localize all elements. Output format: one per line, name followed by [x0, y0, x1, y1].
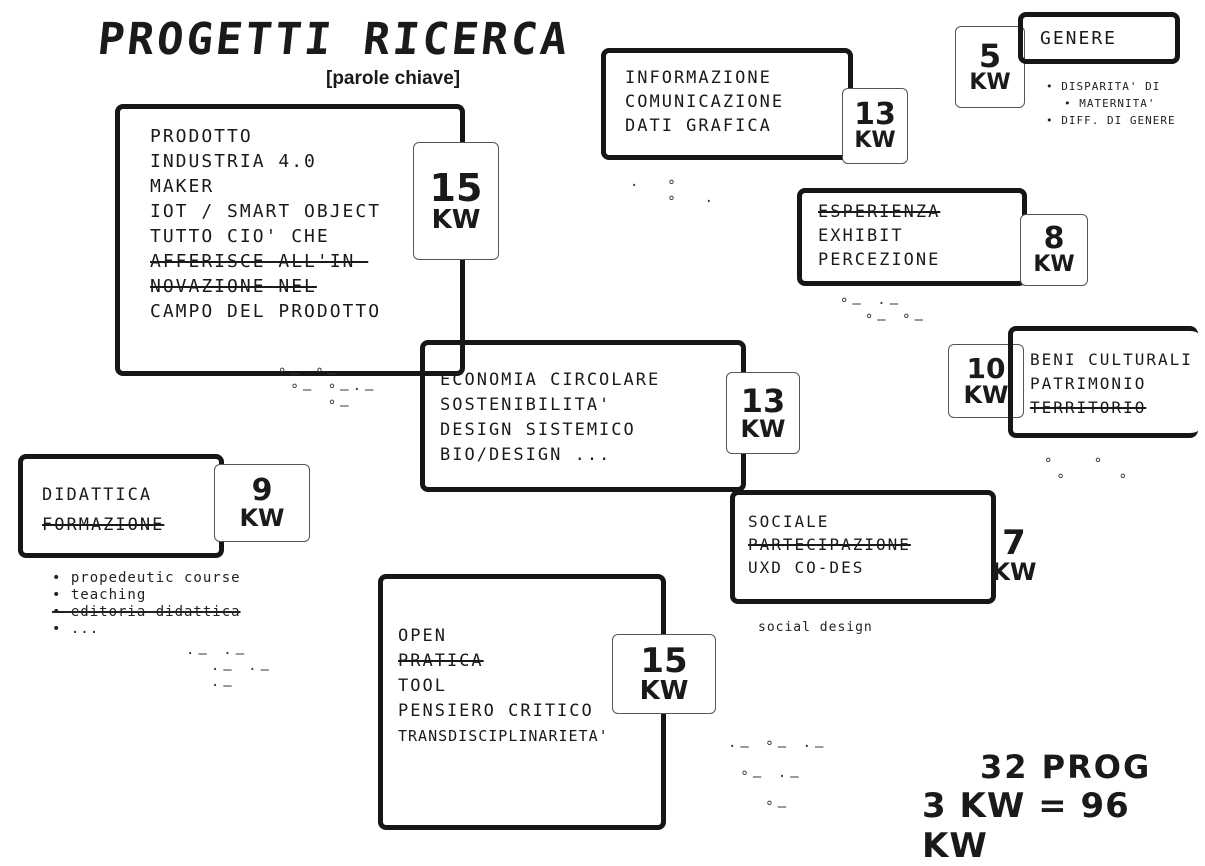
box-didattica-text: DIDATTICA FORMAZIONE: [42, 480, 164, 540]
keyword: COMUNICAZIONE: [625, 92, 785, 112]
keyword: PERCEZIONE: [818, 250, 941, 270]
keyword: SOSTENIBILITA': [440, 395, 612, 415]
kw-badge-didattica: 9 KW: [214, 464, 310, 542]
keyword: PRODOTTO: [150, 126, 253, 147]
keyword: INDUSTRIA 4.0: [150, 151, 317, 172]
scribble-marks: ·— ·— ·— ·— ·—: [186, 646, 274, 694]
box-prodotto-text: PRODOTTO INDUSTRIA 4.0 MAKER IOT / SMART…: [150, 124, 381, 324]
keyword: BENI CULTURALI: [1030, 350, 1193, 369]
keyword: UXD CO-DES: [748, 558, 865, 577]
kw-badge-economia: 13 KW: [726, 372, 800, 454]
sociale-note: social design: [758, 620, 873, 635]
kw-number: 15: [640, 641, 688, 681]
kw-badge-prodotto: 15 KW: [413, 142, 499, 260]
scribble-marks: ·— °— ·— °— ·— °—: [728, 739, 828, 815]
genere-label: GENERE: [1040, 28, 1118, 49]
total-keywords: 3 KW = 96 KW: [922, 786, 1130, 866]
keyword: TERRITORIO: [1030, 398, 1147, 417]
keyword: INFORMAZIONE: [625, 68, 772, 88]
keyword: DATI GRAFICA: [625, 116, 772, 136]
didattica-notes: • propedeutic course • teaching • editor…: [52, 570, 241, 638]
kw-badge-informazione: 13 KW: [842, 88, 908, 164]
note: • propedeutic course: [52, 570, 241, 586]
page-title: PROGETTI RICERCA: [95, 14, 573, 65]
box-sociale-text: SOCIALE PARTECIPAZIONE UXD CO-DES: [748, 510, 911, 579]
kw-unit: KW: [239, 504, 285, 532]
kw-badge-sociale: 7 KW: [984, 514, 1044, 596]
scribble-marks: · ° ° ·: [630, 178, 718, 210]
keyword: FORMAZIONE: [42, 515, 165, 535]
box-informazione-text: INFORMAZIONE COMUNICAZIONE DATI GRAFICA: [625, 66, 784, 138]
genere-notes: • DISPARITA' DI • MATERNITA' • DIFF. DI …: [1046, 78, 1176, 129]
note: • editoria didattica: [52, 604, 241, 620]
keyword: PENSIERO CRITICO: [398, 701, 594, 721]
kw-number: 9: [251, 473, 273, 508]
note: • teaching: [52, 587, 147, 603]
keyword: ECONOMIA CIRCOLARE: [440, 370, 661, 390]
keyword: CAMPO DEL PRODOTTO: [150, 301, 382, 322]
scribble-marks: °— ·— °— °—: [840, 296, 928, 328]
keyword: DIDATTICA: [42, 485, 153, 505]
box-beni: [1008, 326, 1198, 438]
kw-unit: KW: [963, 381, 1009, 409]
keyword: PARTECIPAZIONE: [748, 535, 911, 554]
kw-unit: KW: [1033, 252, 1075, 277]
scribble-marks: °— °— °— °—·— °—: [278, 366, 378, 414]
note: • DISPARITA' DI: [1046, 80, 1161, 93]
kw-unit: KW: [431, 205, 481, 235]
keyword: SOCIALE: [748, 512, 830, 531]
keyword: ESPERIENZA: [818, 202, 941, 222]
kw-unit: KW: [991, 558, 1037, 586]
keyword: MAKER: [150, 176, 215, 197]
kw-number: 8: [1043, 221, 1065, 256]
page-subtitle: [parole chiave]: [326, 68, 461, 89]
kw-number: 13: [854, 97, 896, 132]
note: • ...: [52, 621, 100, 637]
kw-unit: KW: [639, 676, 689, 706]
kw-unit: KW: [740, 415, 786, 443]
keyword: PATRIMONIO: [1030, 374, 1147, 393]
keyword: IOT / SMART OBJECT: [150, 201, 382, 222]
kw-number: 15: [429, 166, 483, 210]
kw-badge-open: 15 KW: [612, 634, 716, 714]
box-sociale: [730, 490, 996, 604]
kw-badge-esperienza: 8 KW: [1020, 214, 1088, 286]
keyword: TUTTO CIO' CHE: [150, 226, 330, 247]
keyword: AFFERISCE ALL'IN-: [150, 251, 369, 272]
box-economia-text: ECONOMIA CIRCOLARE SOSTENIBILITA' DESIGN…: [440, 368, 660, 468]
keyword: DESIGN SISTEMICO: [440, 420, 636, 440]
box-esperienza-text: ESPERIENZA EXHIBIT PERCEZIONE: [818, 200, 940, 272]
keyword: BIO/DESIGN ...: [440, 445, 612, 465]
kw-number: 13: [740, 382, 786, 420]
keyword: NOVAZIONE NEL: [150, 276, 317, 297]
keyword: TRANSDISCIPLINARIETA': [398, 727, 609, 745]
box-beni-text: BENI CULTURALI PATRIMONIO TERRITORIO: [1030, 348, 1193, 420]
total-projects: 32 PROG: [980, 748, 1152, 786]
scribble-marks: ° ° ° °: [1044, 456, 1132, 488]
kw-number: 7: [1002, 523, 1026, 563]
note: • MATERNITA': [1064, 97, 1156, 110]
kw-unit: KW: [854, 128, 896, 153]
kw-badge-genere: 5 KW: [955, 26, 1025, 108]
keyword: PRATICA: [398, 651, 484, 671]
keyword: OPEN: [398, 626, 447, 646]
box-genere: [1018, 12, 1180, 64]
note: • DIFF. DI GENERE: [1046, 114, 1176, 127]
box-open-text: OPEN PRATICA TOOL PENSIERO CRITICO TRANS…: [398, 624, 609, 749]
kw-unit: KW: [969, 70, 1011, 95]
keyword: TOOL: [398, 676, 447, 696]
kw-number: 5: [978, 37, 1002, 75]
keyword: EXHIBIT: [818, 226, 904, 246]
kw-number: 10: [966, 352, 1006, 385]
